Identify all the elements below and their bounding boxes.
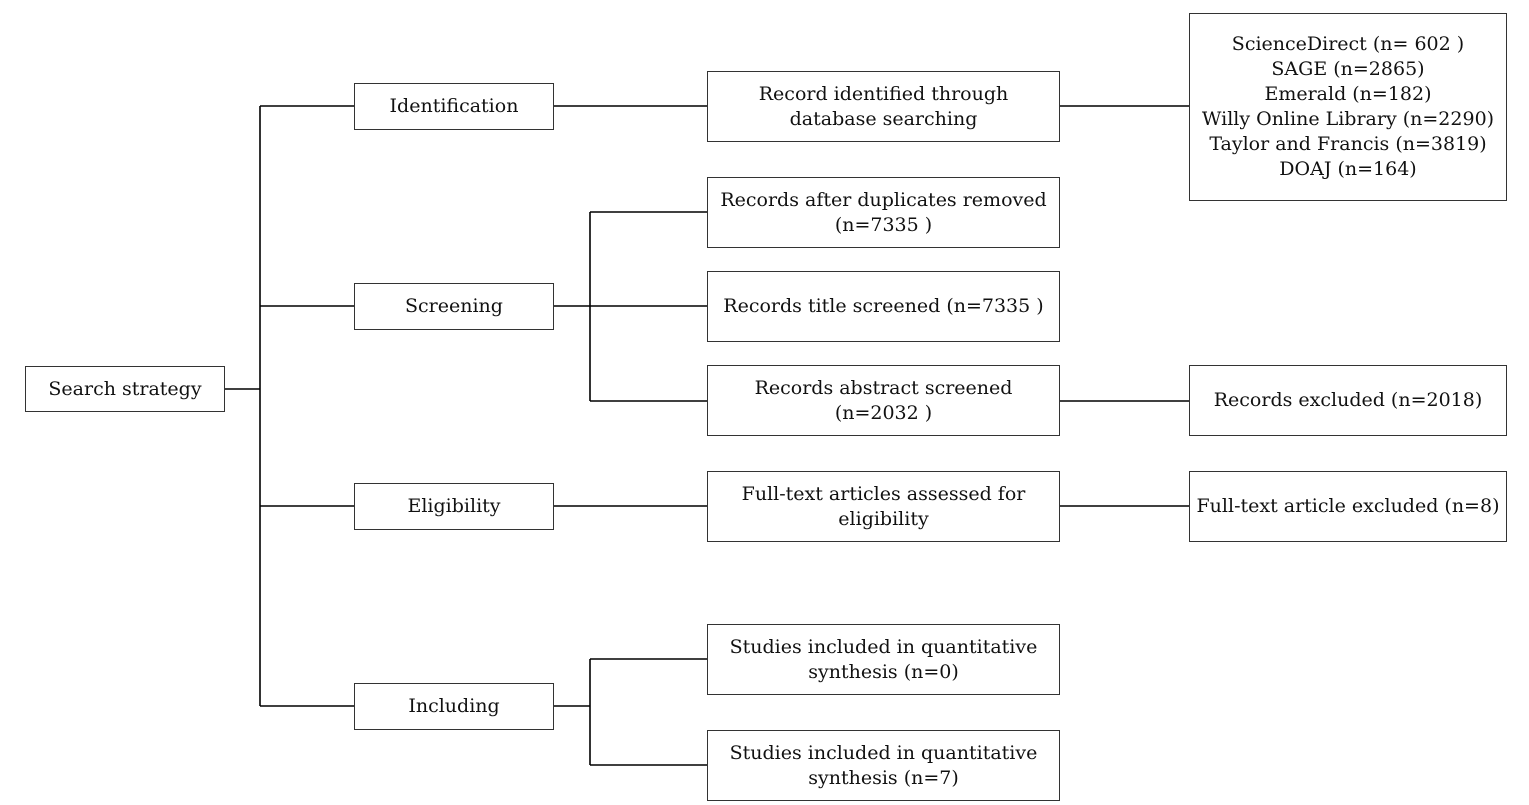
- stage-screening-label: Screening: [405, 295, 503, 317]
- stage-including-box: Including: [354, 683, 554, 730]
- search-strategy-label: Search strategy: [48, 377, 202, 400]
- quantitative-synthesis-7-label: Studies included in quantitative synthes…: [729, 741, 1038, 789]
- fulltext-excluded-label: Full-text article excluded (n=8): [1196, 495, 1500, 517]
- stage-eligibility-label: Eligibility: [407, 495, 501, 517]
- title-screened-box: Records title screened (n=7335 ): [707, 271, 1060, 342]
- search-strategy-box: Search strategy: [25, 366, 225, 412]
- database-doaj: DOAJ (n=164): [1279, 158, 1417, 180]
- database-sciencedirect: ScienceDirect (n= 602 ): [1231, 33, 1465, 55]
- database-emerald: Emerald (n=182): [1264, 83, 1432, 105]
- duplicates-removed-box: Records after duplicates removed (n=7335…: [707, 177, 1060, 248]
- records-excluded-label: Records excluded (n=2018): [1213, 389, 1483, 411]
- database-sage: SAGE (n=2865): [1271, 58, 1425, 80]
- stage-including-label: Including: [408, 695, 500, 717]
- abstract-screened-label: Records abstract screened (n=2032 ): [754, 376, 1013, 424]
- records-excluded-box: Records excluded (n=2018): [1189, 365, 1507, 436]
- quantitative-synthesis-0-box: Studies included in quantitative synthes…: [707, 624, 1060, 695]
- stage-eligibility-box: Eligibility: [354, 483, 554, 530]
- records-identified-box: Record identified through database searc…: [707, 71, 1060, 142]
- database-taylor-and-francis: Taylor and Francis (n=3819): [1209, 133, 1487, 155]
- stage-identification-box: Identification: [354, 83, 554, 130]
- fulltext-assessed-label: Full-text articles assessed for eligibil…: [741, 482, 1026, 530]
- stage-identification-label: Identification: [389, 95, 519, 117]
- quantitative-synthesis-0-label: Studies included in quantitative synthes…: [729, 635, 1038, 683]
- abstract-screened-box: Records abstract screened (n=2032 ): [707, 365, 1060, 436]
- duplicates-removed-label: Records after duplicates removed (n=7335…: [720, 188, 1047, 236]
- records-identified-label: Record identified through database searc…: [758, 82, 1009, 130]
- databases-box: ScienceDirect (n= 602 ) SAGE (n=2865) Em…: [1189, 13, 1507, 201]
- title-screened-label: Records title screened (n=7335 ): [723, 295, 1044, 317]
- fulltext-assessed-box: Full-text articles assessed for eligibil…: [707, 471, 1060, 542]
- database-willy-online-library: Willy Online Library (n=2290): [1201, 108, 1495, 130]
- stage-screening-box: Screening: [354, 283, 554, 330]
- fulltext-excluded-box: Full-text article excluded (n=8): [1189, 471, 1507, 542]
- quantitative-synthesis-7-box: Studies included in quantitative synthes…: [707, 730, 1060, 801]
